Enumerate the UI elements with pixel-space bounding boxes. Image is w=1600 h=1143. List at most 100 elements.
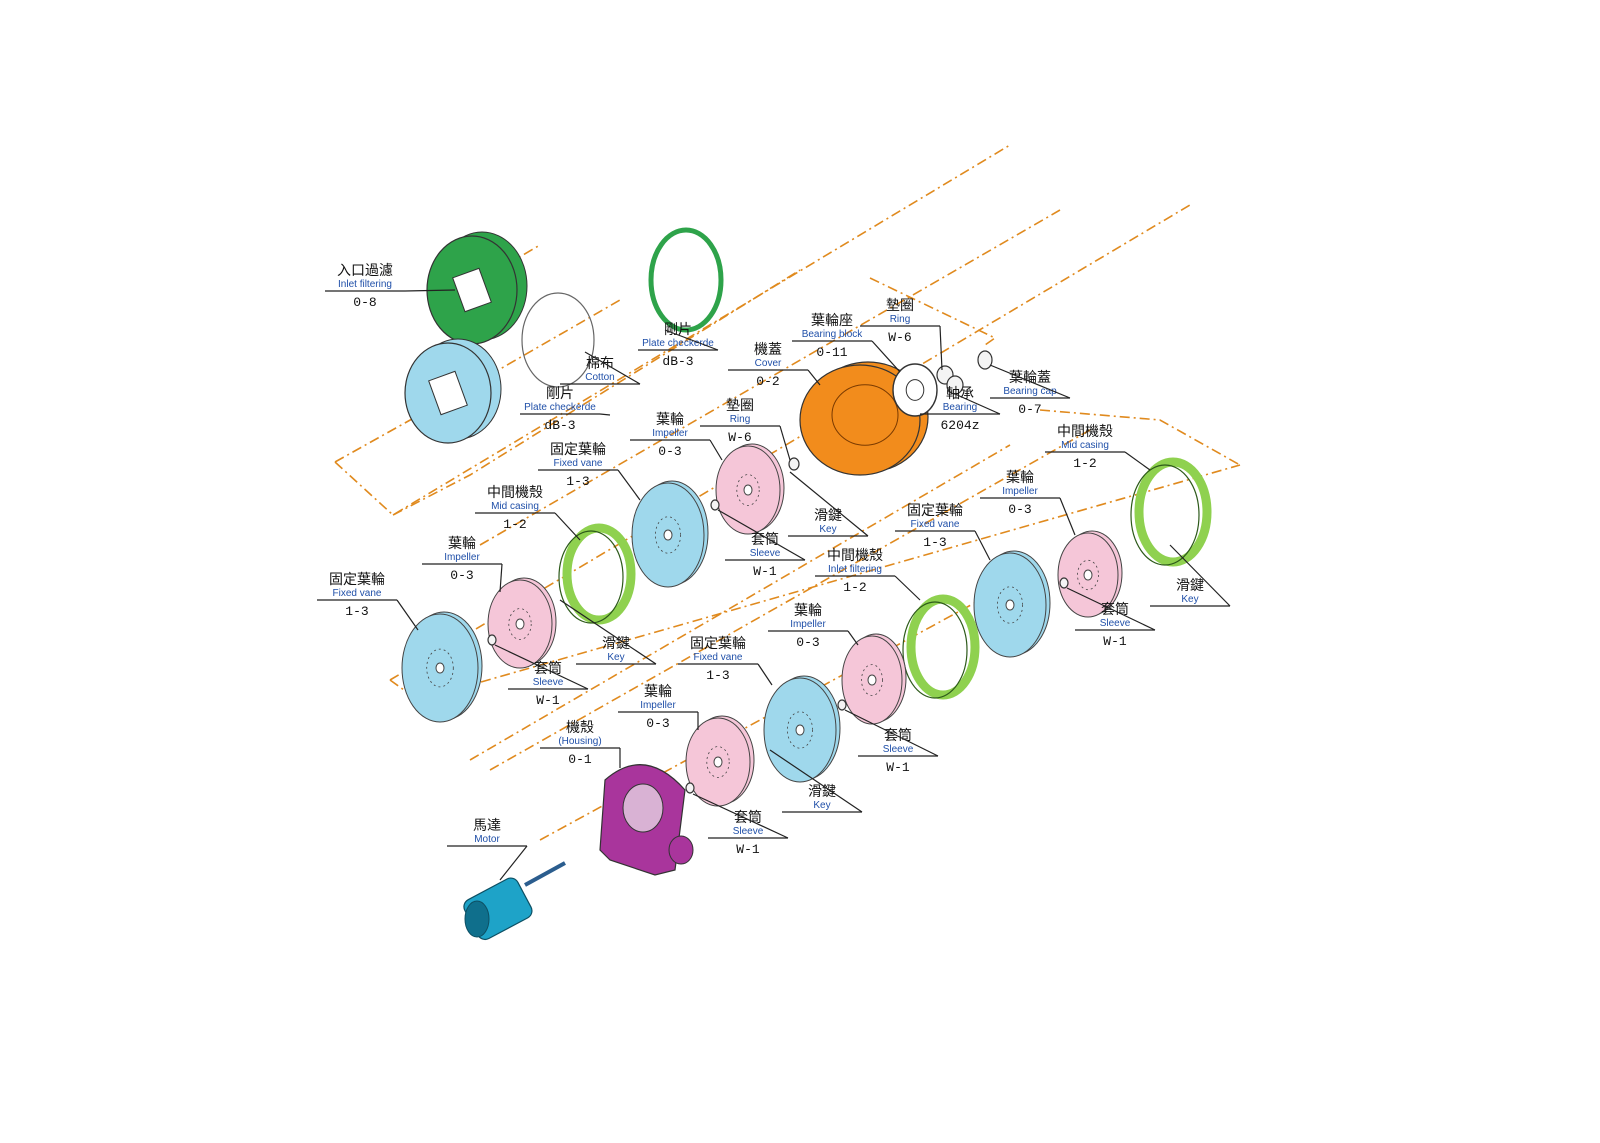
label-plate-a-zh: 剛片 [546, 386, 574, 402]
label-sleeve-3-leader [1066, 587, 1156, 631]
label-fixed-vane-3-code: 1-3 [923, 535, 946, 550]
part-inlet-filter-plate [404, 338, 502, 444]
label-sleeve-4-code: W-1 [886, 760, 910, 775]
axis-line-4 [869, 277, 997, 346]
part-impeller-3-bore [1083, 569, 1093, 581]
part-fixed-vane-3-bore [1005, 599, 1015, 611]
label-key-1-en: Key [819, 524, 836, 535]
part-fixed-vane-2 [401, 611, 483, 723]
label-impeller-1-zh: 葉輪 [656, 411, 684, 428]
label-sleeve-1-zh: 套筒 [751, 531, 779, 548]
part-impeller-1-pattern [736, 474, 760, 506]
part-housing-port [622, 783, 664, 833]
label-bearing-leader [954, 393, 1001, 415]
label-plate-a-en: Plate checkerde [524, 402, 596, 413]
part-bearing-block [892, 363, 938, 417]
label-bearing-zh: 軸承 [946, 386, 974, 402]
label-housing-zh: 機殼 [566, 720, 594, 736]
label-key-4-en: Key [813, 800, 830, 811]
label-ring-top-zh: 墊圈 [886, 298, 914, 314]
label-sleeve-5-leader [692, 793, 789, 839]
part-mid-casing-1-edge [558, 530, 624, 624]
label-cotton-leader [584, 351, 641, 385]
label-impeller-4-code: 0-3 [796, 635, 819, 650]
label-sleeve-1-leader [717, 509, 806, 561]
label-fixed-vane-4-zh: 固定葉輪 [690, 635, 746, 652]
label-ring-mid-zh: 墊圈 [726, 398, 754, 414]
label-sleeve-4-leader [844, 709, 939, 757]
part-sleeve-5 [685, 782, 695, 794]
axis-line-10 [469, 444, 1011, 761]
part-bearing-block-hub [905, 379, 925, 401]
label-cotton-zh: 棉布 [586, 355, 614, 372]
part-sleeve-1 [710, 499, 720, 511]
label-sleeve-3-code: W-1 [1103, 634, 1127, 649]
part-ring-mid [788, 457, 800, 471]
label-fixed-vane-1-zh: 固定葉輪 [550, 441, 606, 458]
label-housing-code: 0-1 [568, 752, 592, 767]
label-bearing-block-en: Bearing block [802, 329, 864, 340]
label-plate-b-code: dB-3 [662, 354, 693, 369]
part-mid-casing-1 [558, 523, 636, 625]
part-bearing-block-rim [892, 363, 938, 417]
part-impeller-5 [685, 715, 755, 807]
label-fixed-vane-3-zh: 固定葉輪 [907, 502, 963, 519]
label-inlet-filtering-2-zh: 中間機殼 [827, 548, 883, 564]
part-sleeve-3-body [1059, 577, 1069, 589]
label-inlet-filtering-2-en: Inlet filtering [828, 564, 882, 575]
label-ring-mid-code: W-6 [728, 430, 751, 445]
label-mid-casing-2-leader [1124, 451, 1151, 471]
part-bearing-cap-body [977, 350, 993, 370]
label-ring-top-leader [939, 325, 943, 371]
label-impeller-5-en: Impeller [640, 700, 676, 711]
part-cover-inner [831, 384, 899, 446]
part-motor-endcap [464, 900, 490, 938]
label-sleeve-5-code: W-1 [736, 842, 760, 857]
label-cotton-en: Cotton [585, 372, 614, 383]
axis-line-6 [479, 209, 1061, 546]
label-fixed-vane-3-leader [974, 530, 991, 561]
part-impeller-1 [715, 443, 785, 535]
label-fixed-vane-1-leader [617, 469, 641, 501]
label-fixed-vane-2-zh: 固定葉輪 [329, 571, 385, 588]
label-sleeve-2-en: Sleeve [533, 677, 564, 688]
label-fixed-vane-3-en: Fixed vane [911, 519, 960, 530]
label-inlet-filter-main-leader [404, 289, 456, 292]
label-cover-leader [807, 369, 821, 386]
label-cover-en: Cover [755, 358, 782, 369]
label-inlet-filter-main-zh: 入口過濾 [337, 263, 393, 279]
label-mid-casing-1-code: 1-2 [503, 517, 526, 532]
label-impeller-2-en: Impeller [444, 552, 480, 563]
part-fixed-vane-2-pattern [426, 648, 454, 688]
label-plate-b-zh: 剛片 [664, 322, 692, 338]
part-impeller-3-pattern [1077, 559, 1099, 591]
axis-line-1 [454, 299, 621, 396]
part-inlet-filter-plate-hole [428, 370, 468, 416]
part-sleeve-2-body [487, 634, 497, 646]
label-inlet-filter-main-code: 0-8 [353, 295, 376, 310]
label-motor-zh: 馬達 [473, 818, 501, 834]
label-mid-casing-2-zh: 中間機殼 [1057, 424, 1113, 440]
part-housing [599, 764, 694, 876]
axis-line-3 [334, 144, 1011, 516]
label-bearing-block-code: 0-11 [816, 345, 847, 360]
label-mid-casing-2-code: 1-2 [1073, 456, 1096, 471]
label-ring-top-en: Ring [890, 314, 911, 325]
part-plate-b-ring [648, 227, 724, 333]
label-sleeve-1-code: W-1 [753, 564, 777, 579]
label-sleeve-2-leader [494, 644, 589, 690]
